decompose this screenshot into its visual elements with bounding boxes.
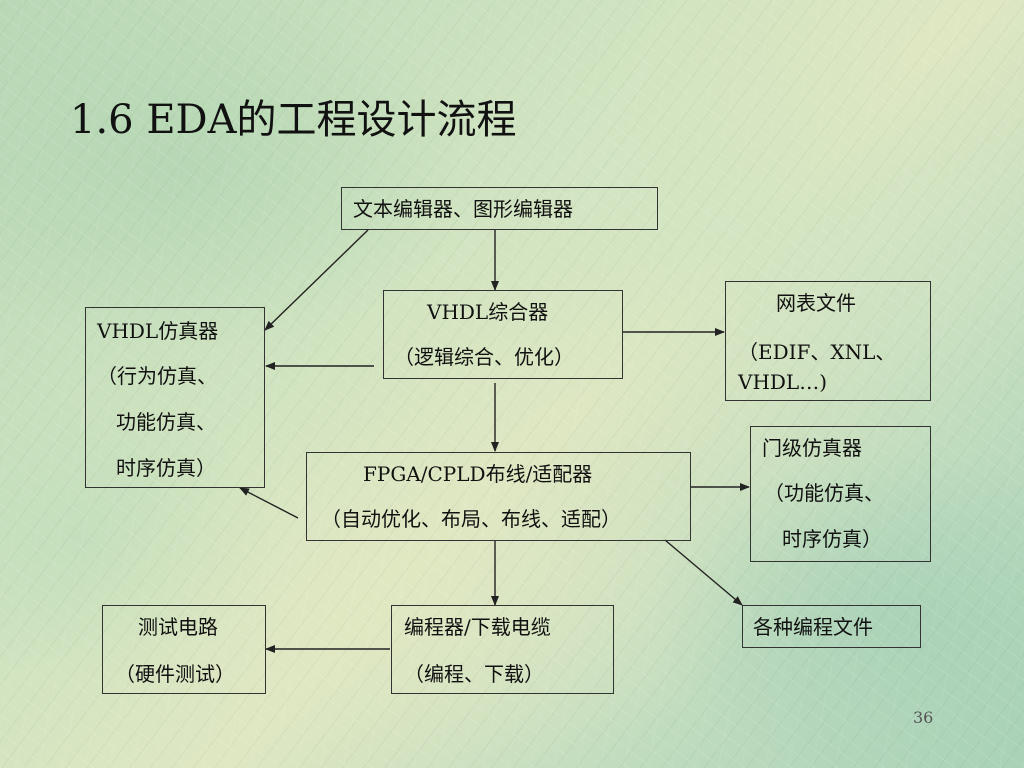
synthesizer-node: VHDL综合器 （逻辑综合、优化） xyxy=(383,290,623,379)
netlist-detail-1: （EDIF、XNL、 xyxy=(738,340,896,364)
program-files-label: 各种编程文件 xyxy=(753,615,873,639)
gate-simulator-detail-1: （功能仿真、 xyxy=(764,481,884,505)
gate-simulator-detail-2: 时序仿真） xyxy=(782,527,882,551)
netlist-label: 网表文件 xyxy=(776,291,856,315)
fitter-detail: （自动优化、布局、布线、适配） xyxy=(321,507,621,531)
arrow-fitter-to-simulator xyxy=(239,487,299,519)
simulator-detail-2: 功能仿真、 xyxy=(116,410,216,434)
fitter-node: FPGA/CPLD布线/适配器 （自动优化、布局、布线、适配） xyxy=(306,452,691,541)
netlist-node: 网表文件 （EDIF、XNL、 VHDL…) xyxy=(725,281,931,401)
programmer-node: 编程器/下载电缆 （编程、下载） xyxy=(391,605,614,694)
slide-title: 1.6 EDA的工程设计流程 xyxy=(70,97,517,143)
editor-node: 文本编辑器、图形编辑器 xyxy=(341,187,658,230)
test-circuit-node: 测试电路 （硬件测试） xyxy=(102,605,266,694)
gate-simulator-label: 门级仿真器 xyxy=(762,436,862,460)
simulator-detail-1: （行为仿真、 xyxy=(97,364,217,388)
editor-label: 文本编辑器、图形编辑器 xyxy=(353,197,573,221)
gate-simulator-node: 门级仿真器 （功能仿真、 时序仿真） xyxy=(750,426,931,562)
netlist-detail-2: VHDL…) xyxy=(738,370,828,394)
arrow-fitter-to-program-files xyxy=(664,539,743,606)
synthesizer-label: VHDL综合器 xyxy=(427,300,549,324)
programmer-label: 编程器/下载电缆 xyxy=(404,615,551,639)
test-circuit-detail: （硬件测试） xyxy=(115,662,235,686)
simulator-detail-3: 时序仿真） xyxy=(116,456,216,480)
program-files-node: 各种编程文件 xyxy=(742,605,921,648)
simulator-node: VHDL仿真器 （行为仿真、 功能仿真、 时序仿真） xyxy=(85,307,265,488)
page-number: 36 xyxy=(913,708,934,727)
fitter-label: FPGA/CPLD布线/适配器 xyxy=(363,462,593,486)
arrow-editor-to-simulator xyxy=(264,229,369,331)
test-circuit-label: 测试电路 xyxy=(138,615,218,639)
synthesizer-detail: （逻辑综合、优化） xyxy=(394,345,574,369)
programmer-detail: （编程、下载） xyxy=(404,662,544,686)
simulator-label: VHDL仿真器 xyxy=(97,319,219,343)
